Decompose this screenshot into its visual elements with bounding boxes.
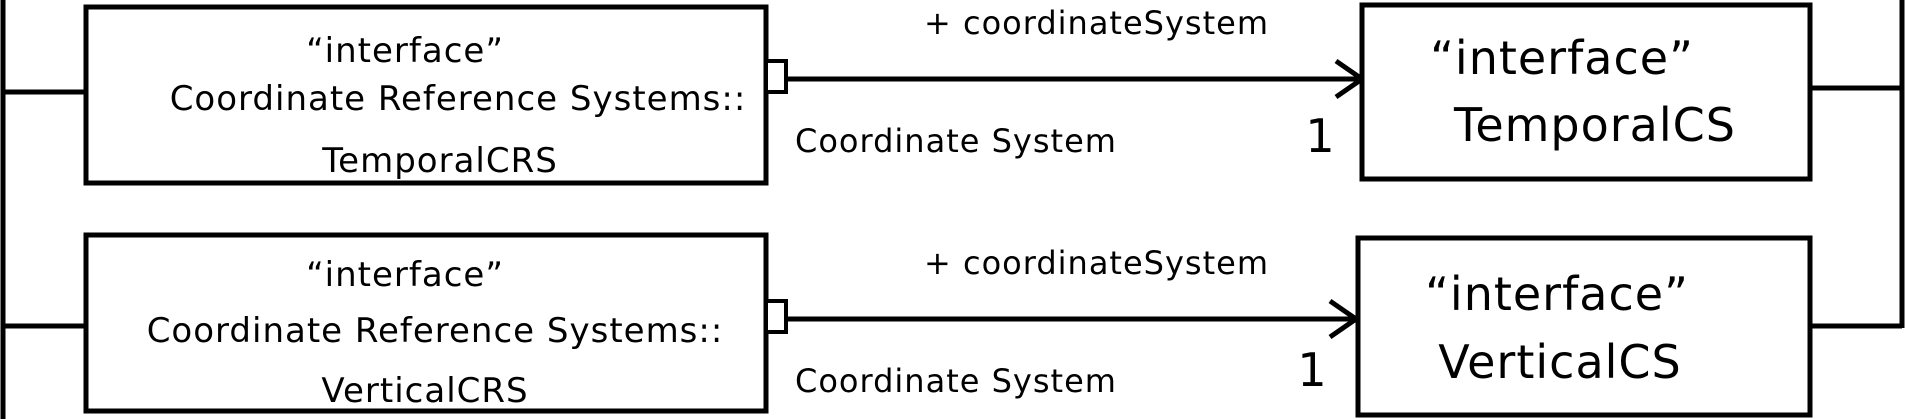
stereotype-label: “interface”: [306, 255, 504, 295]
class-box-temporal-crs-frame: [83, 4, 769, 186]
multiplicity-label: 1: [1305, 109, 1334, 163]
package-label: Coordinate Reference Systems::: [170, 79, 747, 119]
class-box-temporal-cs[interactable]: “interface” TemporalCS: [1359, 2, 1813, 182]
association-end-port: [764, 59, 788, 94]
multiplicity-label: 1: [1297, 343, 1326, 397]
class-name-label: TemporalCRS: [321, 141, 558, 181]
association-row-temporal: “interface” Coordinate Reference Systems…: [83, 2, 1813, 186]
left-bus: [0, 0, 86, 419]
association-end-port: [764, 299, 788, 334]
role-label: + coordinateSystem: [924, 4, 1269, 42]
class-box-temporal-crs[interactable]: “interface” Coordinate Reference Systems…: [83, 4, 769, 186]
association-label: Coordinate System: [795, 122, 1117, 160]
class-name-label: VerticalCRS: [321, 371, 528, 411]
class-box-vertical-crs[interactable]: “interface” Coordinate Reference Systems…: [83, 232, 769, 414]
class-name-label: VerticalCS: [1438, 335, 1682, 389]
stereotype-label: “interface”: [1425, 267, 1689, 321]
right-bus: [1810, 0, 1905, 329]
class-box-vertical-cs[interactable]: “interface” VerticalCS: [1355, 235, 1813, 418]
stereotype-label: “interface”: [1430, 31, 1694, 85]
class-box-vertical-cs-frame: [1355, 235, 1813, 418]
class-name-label: TemporalCS: [1453, 98, 1736, 152]
association-label: Coordinate System: [795, 362, 1117, 400]
package-label: Coordinate Reference Systems::: [147, 311, 724, 351]
role-label: + coordinateSystem: [924, 244, 1269, 282]
stereotype-label: “interface”: [306, 31, 504, 71]
association-row-vertical: “interface” Coordinate Reference Systems…: [83, 232, 1813, 418]
class-box-temporal-cs-frame: [1359, 2, 1813, 182]
